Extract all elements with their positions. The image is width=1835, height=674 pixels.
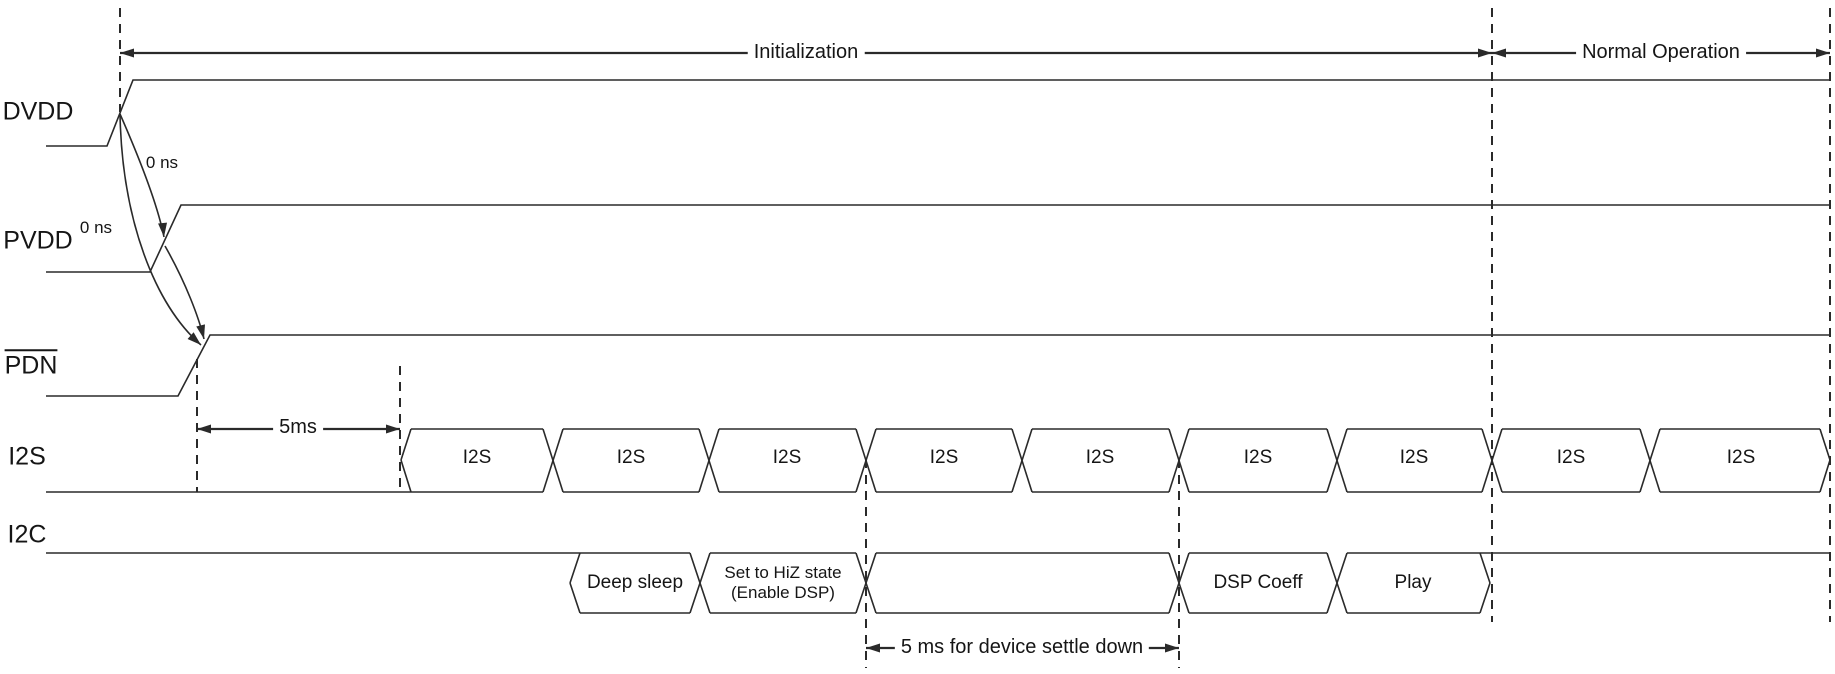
i2c-open-slope bbox=[569, 552, 581, 584]
i2s-segment-label: I2S bbox=[1085, 446, 1115, 468]
i2s-segment-label: I2S bbox=[1556, 446, 1586, 468]
i2c-close-slope bbox=[1479, 552, 1491, 584]
dimension-arrowhead bbox=[1816, 48, 1830, 58]
i2s-close-slope bbox=[1819, 459, 1831, 493]
timing-curve-arrowhead bbox=[158, 222, 168, 237]
i2s-segment-label: I2S bbox=[929, 446, 959, 468]
dimension-arrowhead bbox=[1478, 48, 1492, 58]
i2s-crossover bbox=[1011, 428, 1033, 493]
pvdd-waveform bbox=[46, 204, 1830, 273]
i2c-segment-label-play: Play bbox=[1394, 571, 1432, 593]
i2s-crossover bbox=[542, 428, 564, 493]
dimension-arrowhead bbox=[1165, 643, 1179, 653]
timing-curve-2 bbox=[164, 245, 205, 340]
i2c-close-slope bbox=[1479, 582, 1491, 614]
i2s-close-slope bbox=[1819, 428, 1831, 461]
timing-curve-0 bbox=[119, 113, 165, 238]
i2s-segment-label: I2S bbox=[1243, 446, 1273, 468]
signal-label-dvdd: DVDD bbox=[2, 97, 74, 126]
dvdd-waveform bbox=[46, 79, 1830, 147]
i2s-crossover bbox=[1639, 428, 1661, 493]
i2s-segment-label: I2S bbox=[772, 446, 802, 468]
dimension-arrowhead bbox=[120, 48, 134, 58]
pdn-waveform bbox=[46, 334, 1830, 397]
i2c-crossover bbox=[1326, 552, 1348, 614]
i2s-crossover bbox=[698, 428, 720, 493]
annotation-dvdd-to-pdn: 0 ns bbox=[79, 217, 113, 237]
timing-curve-1 bbox=[119, 113, 202, 346]
dimension-arrowhead bbox=[866, 643, 880, 653]
signal-label-i2s: I2S bbox=[8, 442, 46, 471]
phase-label-initialization: Initialization bbox=[747, 41, 865, 65]
dimension-arrowhead bbox=[386, 424, 400, 434]
i2c-segment-label-hiz-enable-dsp: Set to HiZ state (Enable DSP) bbox=[724, 562, 842, 602]
i2s-open-slope bbox=[400, 428, 412, 461]
i2s-segment-label: I2S bbox=[616, 446, 646, 468]
i2c-segment-label-deep-sleep: Deep sleep bbox=[586, 571, 684, 593]
i2s-segment-label: I2S bbox=[1726, 446, 1756, 468]
signal-label-pvdd: PVDD bbox=[3, 226, 73, 255]
i2c-crossover bbox=[1168, 552, 1190, 614]
annotation-dvdd-to-pvdd: 0 ns bbox=[145, 152, 179, 172]
i2c-segment-label-dsp-coeff: DSP Coeff bbox=[1213, 571, 1303, 593]
annotation-device-settle: 5 ms for device settle down bbox=[894, 636, 1150, 660]
phase-label-normal-operation: Normal Operation bbox=[1576, 41, 1746, 65]
i2s-crossover bbox=[1326, 428, 1348, 493]
signal-label-i2c: I2C bbox=[7, 520, 47, 549]
annotation-pdn-to-i2s-5ms: 5ms bbox=[273, 416, 323, 440]
i2c-open-slope bbox=[569, 582, 581, 614]
dimension-arrowhead bbox=[197, 424, 211, 434]
i2c-crossover bbox=[689, 552, 711, 614]
signal-label-pdn: PDN bbox=[4, 351, 58, 380]
dimension-arrowhead bbox=[1492, 48, 1506, 58]
timing-curve-arrowhead bbox=[187, 332, 201, 345]
i2s-segment-label: I2S bbox=[462, 446, 492, 468]
i2s-segment-label: I2S bbox=[1399, 446, 1429, 468]
i2c-crossover bbox=[855, 552, 877, 614]
i2s-open-slope bbox=[400, 459, 412, 493]
timing-curve-arrowhead bbox=[196, 324, 205, 339]
